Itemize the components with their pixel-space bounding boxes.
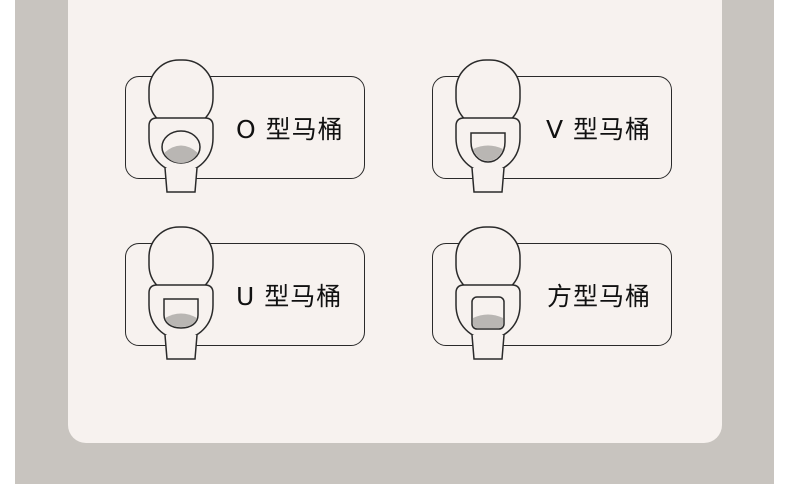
o-bowl <box>161 130 201 164</box>
v-bowl <box>470 132 506 163</box>
square-toilet-icon <box>455 226 521 360</box>
toilet-type-label: V 型马桶 <box>546 114 652 144</box>
v-shaped-toilet-icon <box>455 59 521 193</box>
toilet-type-label: 方型马桶 <box>547 281 652 311</box>
o-shaped-toilet-icon <box>148 59 214 193</box>
toilet-type-label: U 型马桶 <box>236 281 343 311</box>
square-bowl <box>471 296 505 330</box>
u-bowl <box>163 298 199 329</box>
u-shaped-toilet-icon <box>148 226 214 360</box>
toilet-type-label: O 型马桶 <box>236 114 344 144</box>
